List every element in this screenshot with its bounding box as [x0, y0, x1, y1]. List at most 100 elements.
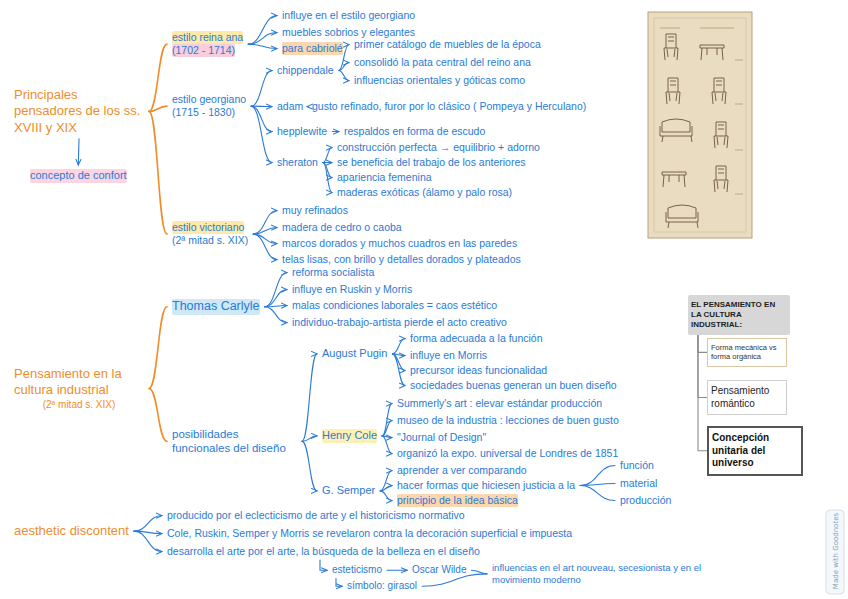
bracket-line — [149, 389, 167, 442]
arrow-connector — [251, 71, 272, 107]
node-text: estilo reina ana — [172, 31, 243, 44]
arrow-connector — [253, 228, 277, 235]
arrow-connector — [302, 354, 317, 442]
mind-map-item: muy refinados — [280, 203, 350, 218]
arrow-connector — [265, 290, 287, 307]
node-text: desarrolla el arte por el arte, la búsqu… — [167, 545, 480, 558]
arrow-connector — [302, 441, 317, 491]
node-text: esteticismo — [332, 564, 382, 577]
mind-map-item: influencias orientales y góticas como — [352, 73, 527, 88]
arrow-connector — [382, 421, 392, 436]
node-text: gusto refinado, furor por lo clásico ( P… — [312, 100, 586, 113]
arrow-connector — [382, 436, 392, 454]
arrow-connector — [323, 148, 332, 163]
arrow-connector — [265, 273, 287, 307]
mind-map-item: muebles sobrios y elegantes — [280, 25, 417, 40]
arrow-connector — [380, 486, 392, 491]
mind-map-item: Summerly's art : elevar estándar producc… — [395, 396, 604, 411]
concept-box: Forma mecánica vs forma orgánica — [707, 338, 787, 367]
arrow-connector — [307, 106, 308, 107]
node-text: reforma socialista — [292, 266, 374, 279]
thinker-name: August Pugin — [320, 346, 389, 362]
arrow-connector — [253, 211, 277, 235]
node-text: chippendale — [277, 64, 334, 77]
watermark: Made with Goodnotes — [830, 510, 842, 592]
arrow-connector — [251, 106, 272, 131]
mind-map-item: museo de la industria : lecciones de bue… — [395, 413, 621, 428]
node-text: (1702 - 1714) — [172, 44, 235, 57]
arrow-connector — [78, 139, 80, 165]
node-text: influencias en el art nouveau, secesioni… — [492, 562, 707, 586]
thinker-name: Thomas Carlyle — [170, 298, 262, 316]
node-text: producción — [620, 494, 671, 507]
arrow-connector — [392, 354, 405, 386]
node-text: forma adecuada a la función — [410, 332, 543, 345]
mind-map-item: apariencia femenina — [335, 170, 434, 185]
node-text: telas lisas, con brillo y detalles dorad… — [282, 253, 521, 266]
mind-map-item: consolidó la pata central del reino ana — [352, 55, 533, 70]
node-text: hepplewite — [277, 125, 327, 138]
bracket-line — [149, 44, 167, 111]
mind-map-item: influencias en el art nouveau, secesioni… — [490, 561, 709, 587]
node-text: para cabriolé — [282, 42, 343, 55]
mind-map-item: respaldos en forma de escudo — [342, 124, 487, 139]
mind-map-item: influye en el estilo georgiano — [280, 8, 417, 23]
node-text: aesthetic discontent — [14, 523, 129, 539]
mind-map-item: reforma socialista — [290, 265, 376, 280]
node-text: organizó la expo. universal de Londres d… — [397, 447, 618, 460]
node-text: construcción perfecta → equilibrio + ado… — [337, 141, 540, 154]
designer-name: adam — [275, 99, 305, 114]
illustration-frame — [648, 12, 752, 238]
node-text: influencias orientales y góticas como — [354, 74, 525, 87]
arrow-connector — [380, 491, 392, 501]
bracket-line — [698, 335, 707, 398]
main-topic: Principales pensadores de los ss. XVIII … — [12, 86, 146, 137]
mind-map-item: gusto refinado, furor por lo clásico ( P… — [310, 99, 588, 114]
mind-map-item: esteticismo — [330, 563, 384, 578]
arrow-connector — [265, 306, 287, 307]
mind-map-item: influye en Morris — [408, 348, 489, 363]
node-text: madera de cedro o caoba — [282, 221, 402, 234]
mind-map-item: Oscar Wilde — [410, 563, 468, 578]
node-text: Pensamiento romántico — [711, 385, 783, 410]
mind-map-item: función — [618, 458, 656, 473]
node-text: apariencia femenina — [337, 171, 432, 184]
mind-map-item: organizó la expo. universal de Londres d… — [395, 446, 620, 461]
node-text: influye en Ruskin y Morris — [292, 283, 412, 296]
bracket-line — [580, 486, 615, 501]
node-text: August Pugin — [322, 347, 387, 361]
mind-map-item: aprender a ver comparando — [395, 463, 529, 478]
node-text: marcos dorados y muchos cuadros en las p… — [282, 237, 517, 250]
mind-map-item: primer catálogo de muebles de la época — [352, 37, 543, 52]
node-text: Pensamiento en la cultura industrial — [14, 366, 144, 399]
node-text: Oscar Wilde — [412, 564, 466, 577]
mind-map-item: madera de cedro o caoba — [280, 220, 404, 235]
node-text: estilo georgiano — [172, 93, 246, 106]
watermark-badge — [826, 510, 844, 594]
legend-header-box: EL PENSAMIENTO EN LA CULTURA INDUSTRIAL: — [688, 295, 790, 335]
thinker-name: Henry Cole — [320, 428, 379, 444]
node-text: malas condiciones laborales = caos estét… — [292, 299, 497, 312]
node-text: símbolo: girasol — [347, 580, 417, 593]
node-text: Concepción unitaria del universo — [712, 432, 798, 470]
arrow-connector — [251, 106, 272, 162]
mind-map-item: precursor ideas funcionalidad — [408, 363, 549, 378]
node-text: EL PENSAMIENTO EN LA CULTURA INDUSTRIAL: — [691, 300, 787, 330]
arrow-connector — [248, 33, 277, 45]
arrow-connector — [134, 516, 162, 532]
main-topic: aesthetic discontent — [12, 522, 131, 540]
mind-map-item: producción — [618, 493, 673, 508]
node-text: museo de la industria : lecciones de bue… — [397, 414, 619, 427]
mind-map-item: marcos dorados y muchos cuadros en las p… — [280, 236, 519, 251]
node-text: concepto de confort — [30, 169, 127, 183]
node-text: Thomas Carlyle — [172, 299, 260, 315]
mind-map-item: hacer formas que hiciesen justicia a la — [395, 478, 577, 493]
node-text: "Journal of Design" — [397, 431, 486, 444]
node-text: consolidó la pata central del reino ana — [354, 56, 531, 69]
mind-map-item: construcción perfecta → equilibrio + ado… — [335, 140, 542, 155]
node-text: primer catálogo de muebles de la época — [354, 38, 541, 51]
mind-map-item: se beneficia del trabajo de los anterior… — [335, 155, 528, 170]
arrow-connector — [387, 570, 407, 571]
bracket-line — [149, 307, 167, 389]
